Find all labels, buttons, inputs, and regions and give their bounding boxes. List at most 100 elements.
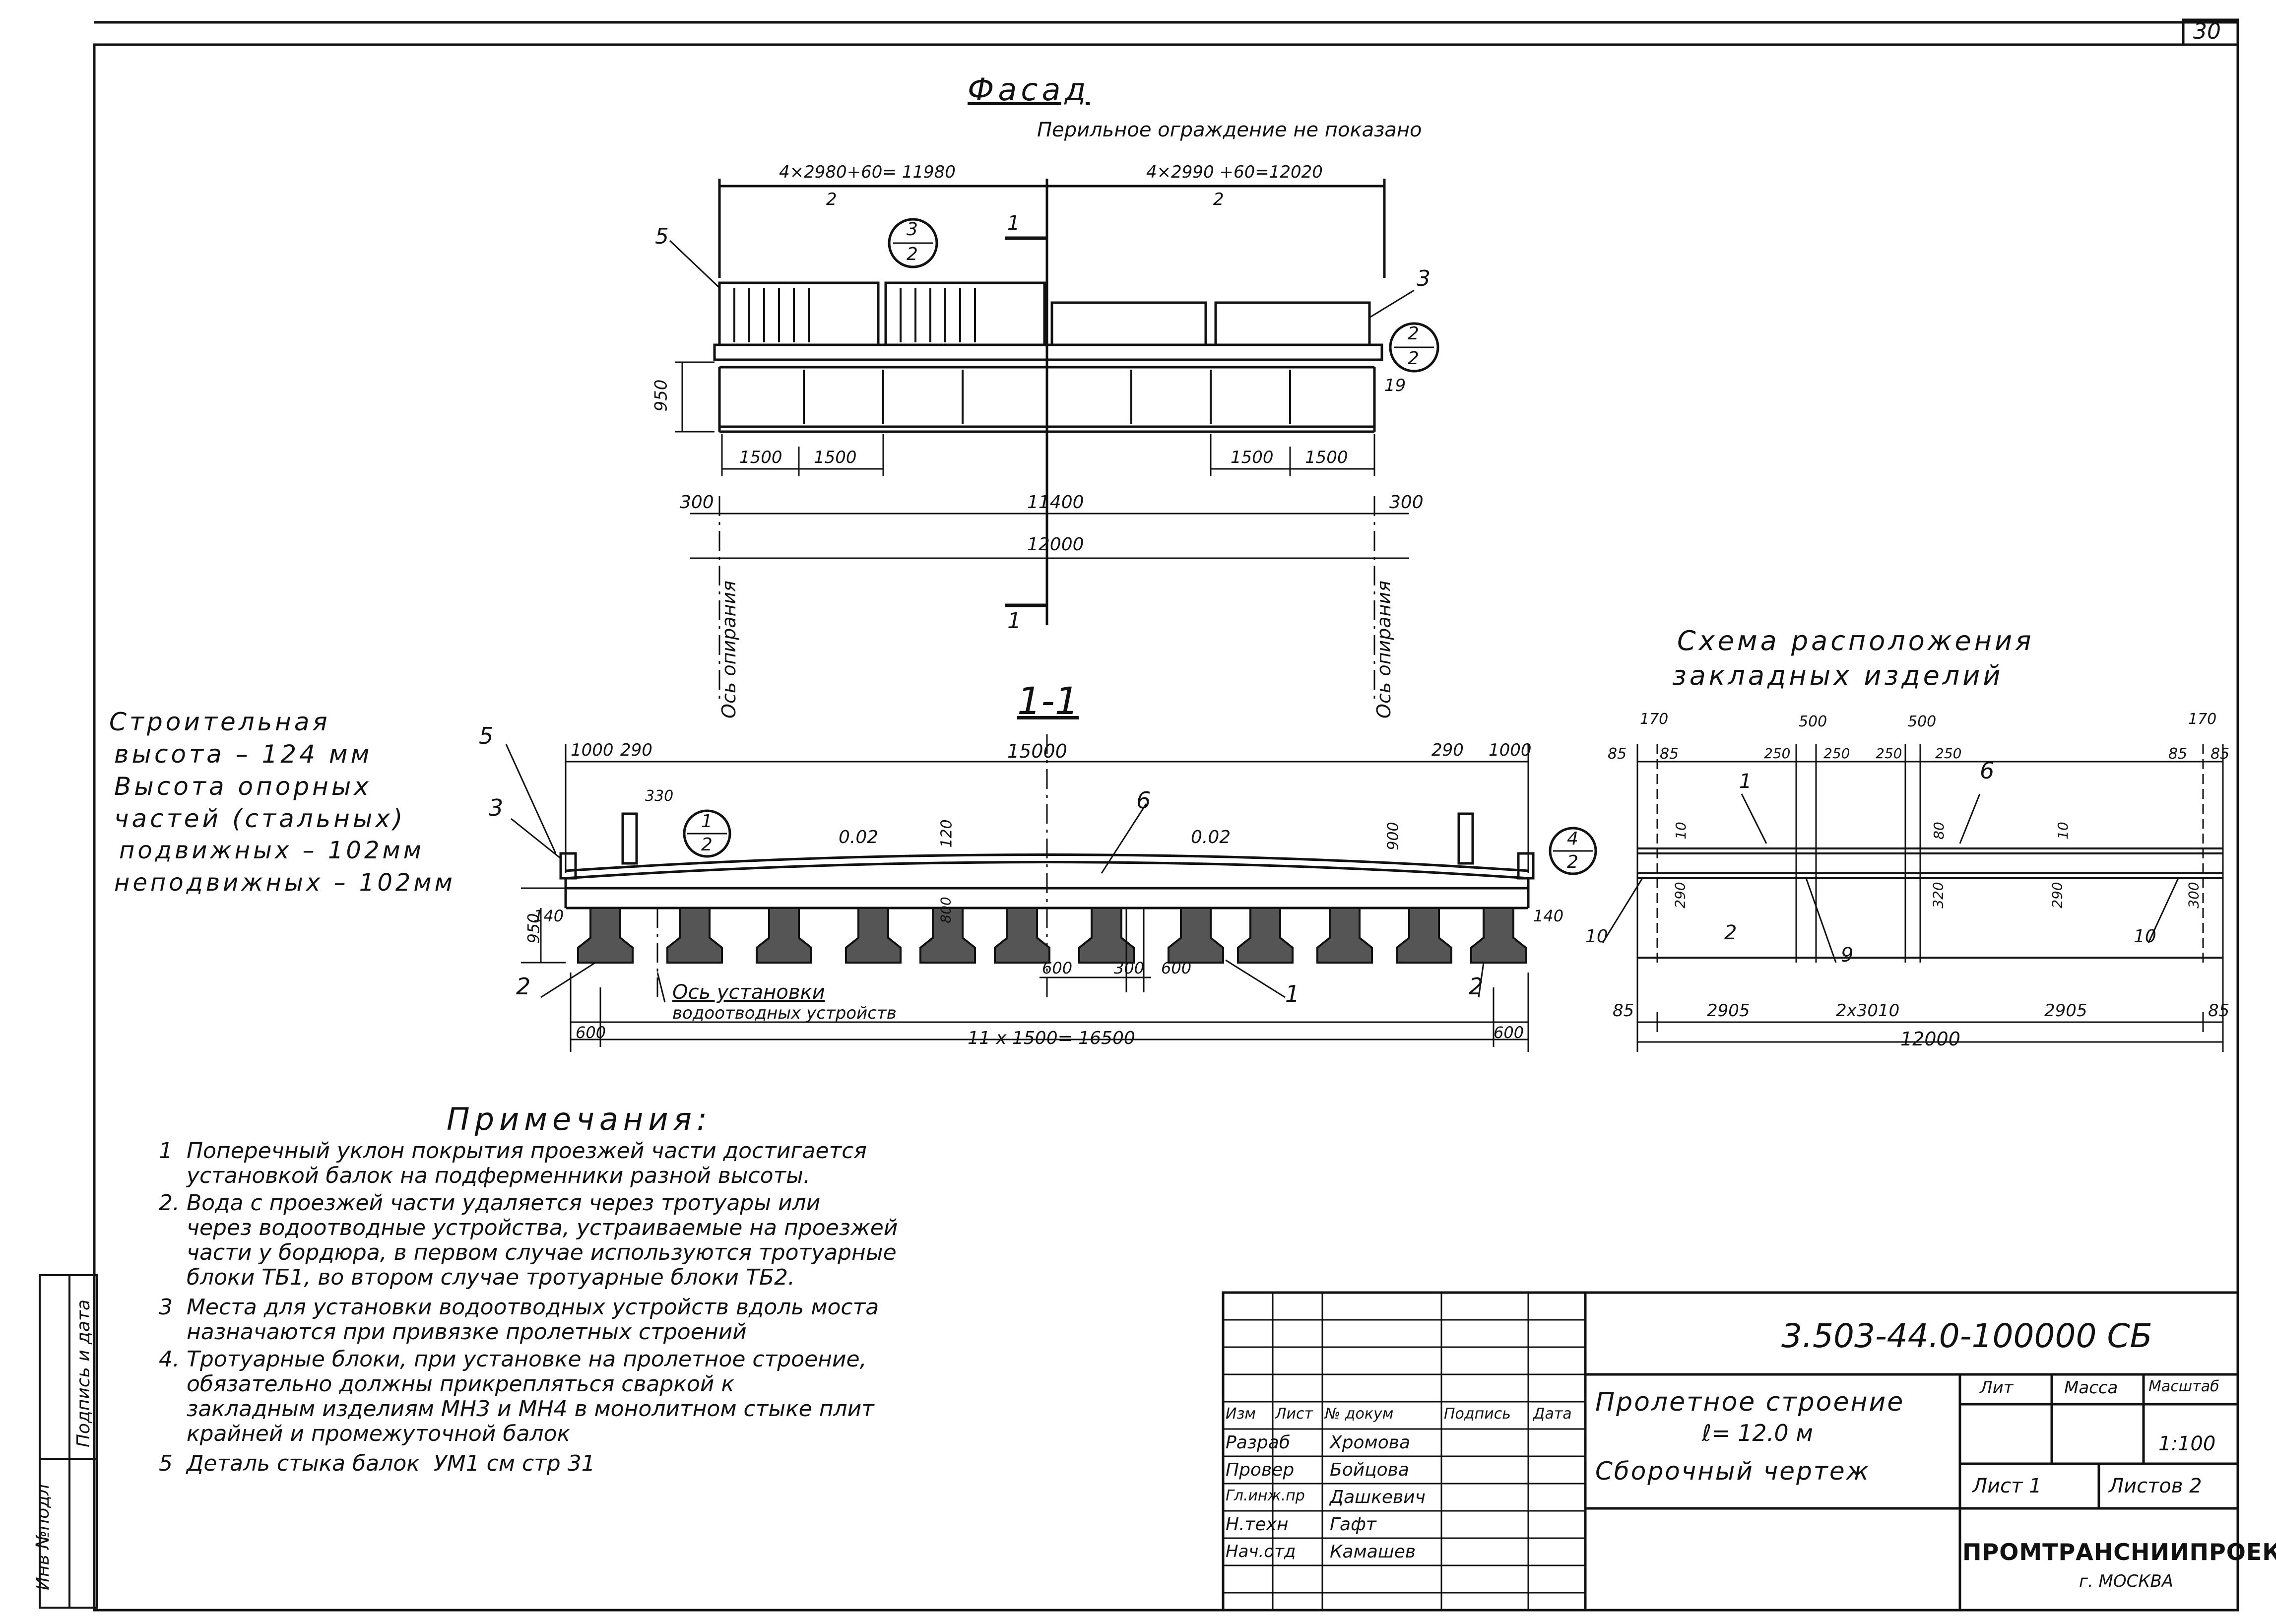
section-dim-600-b: 600 xyxy=(1161,959,1192,977)
sheet-number-box xyxy=(2182,18,2239,46)
facade-section-mark-top: 1 xyxy=(1007,212,1020,235)
note-3: 3 Места для установки водоотводных устро… xyxy=(159,1295,879,1345)
embed-leader-10-r: 10 xyxy=(2134,926,2156,947)
tb-row-role: Разраб xyxy=(1226,1432,1291,1453)
build-height-line4: частей (стальных) xyxy=(114,804,406,833)
callout-1-2-bottom: 2 xyxy=(701,835,713,855)
section-axis-label-2: водоотводных устройств xyxy=(672,1003,897,1023)
embed-bottom-2905-r: 2905 xyxy=(2044,1001,2087,1021)
note-5: 5 Деталь стыка балок УМ1 см стр 31 xyxy=(159,1451,595,1476)
section-title: 1-1 xyxy=(1017,679,1079,723)
callout-3-2-top: 3 xyxy=(907,219,918,240)
tb-scale: 1:100 xyxy=(2158,1432,2216,1455)
side-stamp-col2: Подпись и дата xyxy=(73,1299,94,1448)
embed-bottom-85-r: 85 xyxy=(2208,1001,2230,1021)
note-1: 1 Поперечный уклон покрытия проезжей час… xyxy=(159,1138,867,1188)
doc-name-line2: ℓ= 12.0 м xyxy=(1702,1420,1813,1446)
embed-dim-170-l: 170 xyxy=(1640,711,1669,728)
section-leader-3: 3 xyxy=(489,794,504,821)
doc-code: 3.503-44.0-100000 СБ xyxy=(1781,1317,2152,1355)
callout-2-2 xyxy=(1389,322,1439,373)
callout-3-2-bottom: 2 xyxy=(907,244,918,264)
section-dim-900: 900 xyxy=(1384,822,1402,850)
facade-dim-right-sub: 2 xyxy=(1213,190,1224,209)
embed-v10-1: 10 xyxy=(1672,822,1689,840)
section-slope-right: 0.02 xyxy=(1191,827,1231,847)
facade-height-950: 950 xyxy=(651,379,671,412)
section-dim-15000: 15000 xyxy=(1007,740,1067,762)
facade-leader-3: 3 xyxy=(1417,266,1431,291)
tb-row-role: Провер xyxy=(1226,1460,1295,1480)
embed-dim-85-2: 85 xyxy=(1660,745,1679,763)
embed-dim-85-1: 85 xyxy=(1608,745,1627,763)
facade-drawing xyxy=(675,179,1409,705)
section-dim-330: 330 xyxy=(645,787,674,805)
build-height-line5: подвижных – 102мм xyxy=(119,837,424,864)
tb-h-massa: Масса xyxy=(2064,1378,2118,1398)
embed-dim-250-3: 250 xyxy=(1876,745,1902,762)
tb-row-role: Гл.инж.пр xyxy=(1226,1487,1305,1504)
section-leader-1: 1 xyxy=(1285,980,1300,1007)
facade-dim-12000: 12000 xyxy=(1027,534,1084,555)
embed-bottom-85-l: 85 xyxy=(1613,1001,1634,1021)
section-dim-600-a: 600 xyxy=(1042,959,1073,977)
embed-v80: 80 xyxy=(1930,822,1947,840)
section-dim-120: 120 xyxy=(938,819,956,848)
section-leader-6: 6 xyxy=(1136,787,1151,814)
facade-leader-5: 5 xyxy=(655,224,669,249)
doc-name-line3: Сборочный чертеж xyxy=(1595,1457,1870,1486)
tb-row-name: Дашкевич xyxy=(1330,1487,1426,1507)
facade-dim-1500-a: 1500 xyxy=(739,448,782,467)
facade-section-mark-bottom: 1 xyxy=(1007,608,1021,634)
tb-row-name: Бойцова xyxy=(1330,1460,1409,1480)
section-leader-5: 5 xyxy=(479,722,494,749)
build-height-line6: неподвижных – 102мм xyxy=(114,869,455,897)
tb-row-name: Камашев xyxy=(1330,1542,1416,1562)
callout-4-2-bottom: 2 xyxy=(1567,852,1578,872)
facade-axis-right: Ось опирания xyxy=(1372,581,1395,718)
section-drawing xyxy=(559,734,1535,997)
side-stamp-col1: Инв №подл xyxy=(33,1484,54,1591)
section-dim-140-r: 140 xyxy=(1533,907,1564,925)
section-axis-label-1: Ось установки xyxy=(672,981,825,1004)
embed-bottom-2x3010: 2x3010 xyxy=(1836,1001,1900,1021)
embed-v290-1: 290 xyxy=(1672,882,1689,909)
facade-axis-left: Ось опирания xyxy=(717,581,740,718)
tb-header-podp: Подпись xyxy=(1444,1405,1511,1423)
embed-title-1: Схема расположения xyxy=(1677,625,2034,656)
tb-header-data: Дата xyxy=(1533,1405,1572,1423)
callout-2-2-bottom: 2 xyxy=(1408,348,1419,369)
embed-bottom-12000: 12000 xyxy=(1900,1028,1960,1050)
embed-leader-10-l: 10 xyxy=(1585,926,1608,947)
tb-sheet: Лист 1 xyxy=(1972,1475,2042,1497)
embed-dim-170-r: 170 xyxy=(2188,711,2217,728)
section-dim-800: 800 xyxy=(937,897,954,923)
embed-leader-1: 1 xyxy=(1739,770,1752,793)
embed-leader-9: 9 xyxy=(1841,944,1854,967)
section-dim-300: 300 xyxy=(1114,959,1145,977)
build-height-line2: высота – 124 мм xyxy=(114,740,373,769)
doc-name-line1: Пролетное строение xyxy=(1595,1387,1905,1417)
tb-sheets: Листов 2 xyxy=(2109,1475,2202,1497)
embed-leader-6: 6 xyxy=(1980,757,1995,784)
side-stamp xyxy=(39,1274,98,1609)
section-dim-1000-r: 1000 xyxy=(1489,740,1532,760)
build-height-line1: Строительная xyxy=(109,708,330,736)
sheet-frame xyxy=(93,43,2239,1612)
callout-4-2 xyxy=(1549,827,1597,875)
section-dim-290-l: 290 xyxy=(620,740,652,760)
embed-leader-2: 2 xyxy=(1724,921,1737,944)
facade-dim-300-left: 300 xyxy=(680,492,714,513)
tb-row-role: Нач.отд xyxy=(1226,1542,1296,1561)
build-height-line3: Высота опорных xyxy=(114,772,372,801)
facade-dim-11400: 11400 xyxy=(1027,492,1084,513)
facade-dim-1500-c: 1500 xyxy=(1231,448,1274,467)
embed-dim-500-r: 500 xyxy=(1908,713,1937,730)
embed-dim-250-4: 250 xyxy=(1935,745,1962,762)
notes-title: Примечания: xyxy=(447,1101,712,1137)
embed-dim-85-4: 85 xyxy=(2211,745,2230,763)
callout-3-2 xyxy=(888,218,938,268)
facade-subtitle: Перильное ограждение не показано xyxy=(1037,119,1422,141)
section-dim-600-l: 600 xyxy=(576,1023,606,1042)
